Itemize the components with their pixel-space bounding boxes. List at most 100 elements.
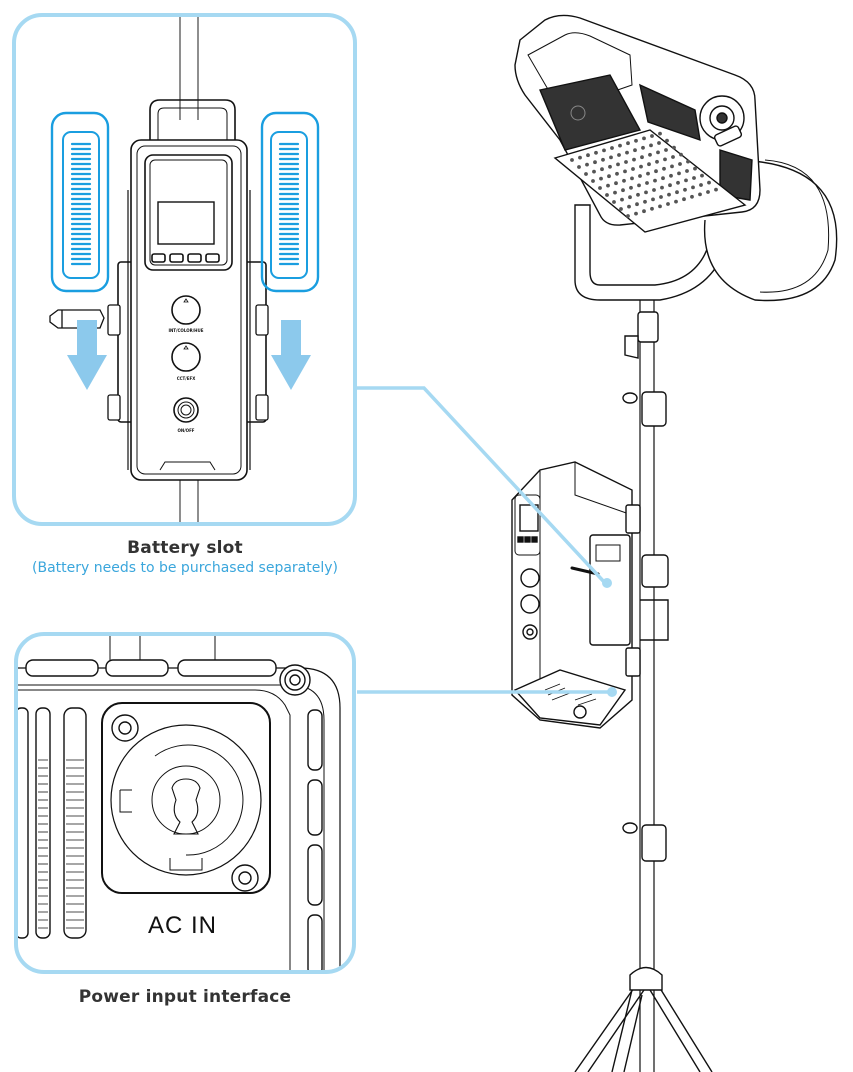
heat-sink-hole [578, 155, 582, 160]
heat-sink-hole [642, 136, 646, 141]
heat-sink-hole [692, 176, 696, 180]
heat-sink-hole [650, 206, 654, 211]
heat-sink-hole [631, 167, 635, 171]
heat-sink-hole [656, 150, 660, 155]
heat-sink-hole [665, 138, 669, 143]
heat-sink-hole [684, 178, 688, 183]
button-label-on-off: ON/OFF [177, 428, 194, 433]
heat-sink-hole [686, 159, 690, 164]
stand-clamps [622, 311, 669, 862]
battery-slot-caption: Battery slot (Battery needs to be purcha… [0, 538, 370, 576]
power-input-panel [14, 632, 356, 974]
heat-sink-hole [593, 160, 597, 165]
ac-in-socket [110, 724, 262, 876]
heat-sink-hole [585, 162, 589, 167]
heat-sink-hole [641, 145, 645, 150]
battery-left [50, 111, 110, 293]
heat-sink-hole [628, 195, 632, 200]
heat-sink-hole [666, 202, 670, 206]
heat-sink-hole [621, 188, 625, 193]
heat-sink-hole [647, 162, 651, 167]
heat-sink-hole [633, 148, 637, 153]
heat-sink-hole [623, 169, 627, 174]
heat-sink-hole [679, 152, 683, 157]
heat-sink-hole [676, 180, 680, 185]
heat-sink-hole [602, 148, 606, 153]
heat-sink-hole [667, 192, 671, 197]
heat-sink-hole [682, 197, 686, 202]
power-input-title: Power input interface [78, 987, 292, 1007]
heat-sink-hole [651, 197, 655, 202]
battery-right-ribs [278, 142, 300, 266]
heat-sink-hole [591, 179, 595, 183]
heat-sink-hole [648, 152, 652, 157]
heat-sink-hole [661, 176, 665, 181]
heat-sink-hole [629, 185, 633, 190]
heat-sink-hole [584, 172, 588, 176]
heat-sink-hole [653, 178, 657, 183]
heat-sink-hole [658, 131, 662, 136]
heat-sink-hole [634, 138, 638, 143]
heat-sink-hole [598, 186, 602, 190]
heat-sink-hole [606, 183, 610, 188]
heat-sink-hole [600, 167, 604, 172]
heat-sink-hole [707, 180, 711, 185]
heat-sink-hole [660, 185, 664, 190]
battery-slot-title: Battery slot [127, 538, 243, 558]
heat-sink-hole [624, 160, 628, 164]
heat-sink-hole [638, 174, 642, 178]
heat-sink-hole [617, 153, 621, 157]
heat-sink-hole [658, 204, 662, 209]
heat-sink-hole [570, 158, 574, 162]
heat-sink-hole [659, 195, 663, 199]
heat-sink-hole [674, 199, 678, 204]
power-input-caption: Power input interface [0, 987, 370, 1007]
ac-in-label: AC IN [148, 912, 218, 939]
heat-sink-hole [618, 143, 622, 148]
heat-sink-hole [635, 202, 639, 207]
heat-sink [553, 129, 747, 233]
heat-sink-hole [594, 150, 598, 155]
heat-sink-holes [570, 131, 718, 218]
heat-sink-hole [643, 199, 647, 204]
heat-sink-hole [662, 166, 666, 171]
heat-sink-hole [626, 141, 630, 146]
heat-sink-hole [644, 190, 648, 195]
heat-sink-hole [620, 197, 624, 202]
heat-sink-hole [645, 181, 649, 185]
heat-sink-hole [639, 164, 643, 169]
heat-sink-hole [637, 183, 641, 188]
heat-sink-hole [605, 193, 609, 197]
heat-sink-hole [592, 169, 596, 174]
heat-sink-hole [672, 145, 676, 150]
controller-box-mounted [511, 461, 669, 729]
heat-sink-hole [615, 171, 619, 176]
heat-sink-hole [601, 157, 605, 162]
battery-slot-panel: INT/COLOR/HUE CCT/EFX ON/OFF [12, 13, 357, 526]
heat-sink-hole [691, 185, 695, 190]
int-color-knob [171, 295, 201, 325]
light-on-stand [511, 14, 838, 1072]
heat-sink-hole [630, 176, 634, 181]
heat-sink-hole [636, 192, 640, 197]
heat-sink-hole [678, 162, 682, 166]
heat-sink-hole [642, 209, 646, 214]
heat-sink-hole [698, 192, 702, 197]
heat-sink-hole [650, 134, 654, 138]
battery-right [260, 111, 320, 293]
heat-sink-hole [612, 200, 616, 204]
battery-left-ribs [70, 142, 92, 266]
heat-sink-hole [671, 155, 675, 159]
battery-callout-line [357, 386, 608, 586]
heat-sink-hole [599, 176, 603, 181]
ac-connector-plate [101, 702, 271, 894]
heat-sink-hole [683, 187, 687, 192]
heat-sink-hole [668, 183, 672, 188]
heat-sink-hole [693, 166, 697, 171]
cct-efx-knob [171, 342, 201, 372]
heat-sink-hole [700, 173, 704, 178]
power-input-frame [14, 632, 356, 974]
heat-sink-hole [634, 211, 638, 216]
heat-sink-hole [613, 190, 617, 195]
heat-sink-hole [652, 188, 656, 192]
